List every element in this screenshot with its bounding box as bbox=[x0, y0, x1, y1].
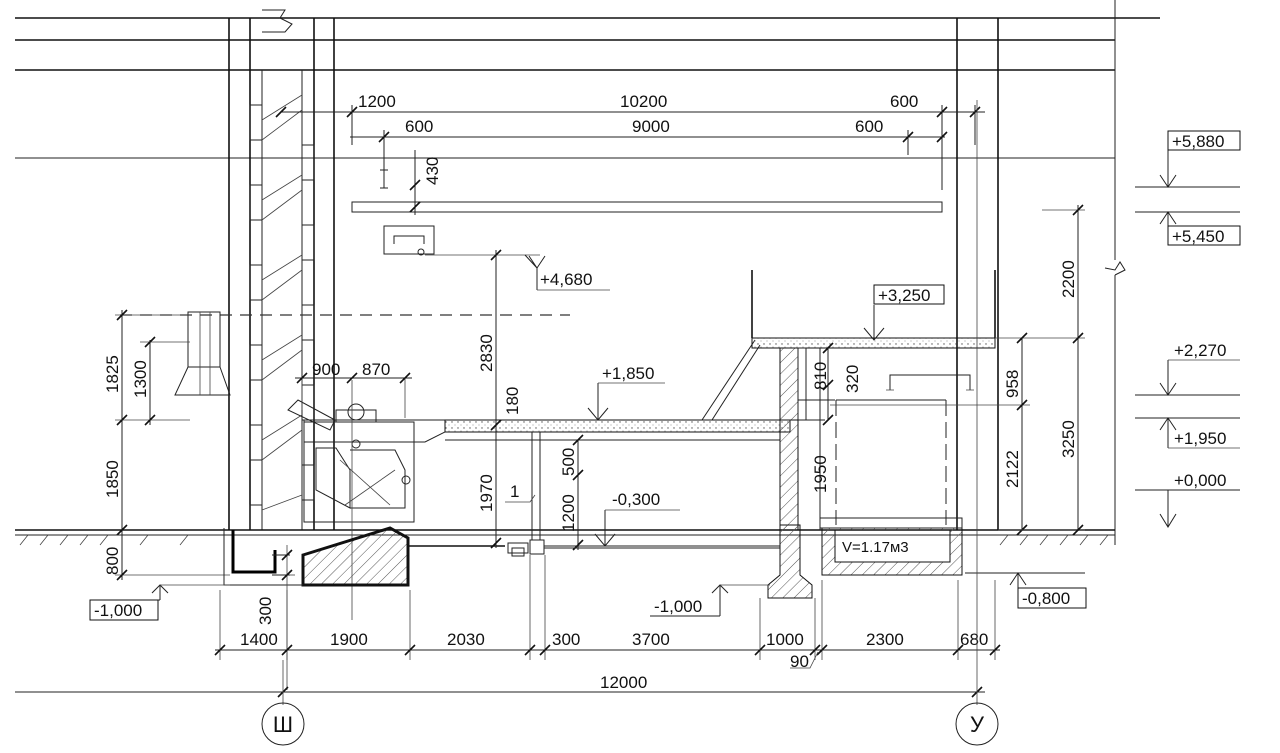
platform-1850 bbox=[444, 339, 791, 555]
dim-1200-center: 1200 bbox=[559, 494, 578, 532]
dim-3250: 3250 bbox=[1059, 420, 1078, 458]
axis-bubble-right bbox=[955, 702, 999, 746]
press-machine: 900 870 bbox=[287, 360, 446, 620]
level-m0800: -0,800 bbox=[1022, 589, 1070, 608]
axis-label-right: У bbox=[970, 712, 985, 737]
top-dimensions: 1200 10200 600 600 9000 600 430 bbox=[275, 92, 985, 215]
level-markers: +5,880 +5,450 +4,680 +3,250 +2,270 +1,95… bbox=[89, 130, 1241, 621]
dim-1400: 1400 bbox=[240, 630, 278, 649]
level-5880: +5,880 bbox=[1172, 132, 1224, 151]
bottom-dimensions: 1400 1900 2030 300 3700 1000 2300 680 90… bbox=[15, 555, 1001, 698]
level-m1000-left: -1,000 bbox=[94, 601, 142, 620]
dim-2200: 2200 bbox=[1059, 260, 1078, 298]
dim-1825: 1825 bbox=[103, 355, 122, 393]
crane-beam bbox=[351, 169, 943, 256]
dim-800: 800 bbox=[103, 547, 122, 575]
level-5450: +5,450 bbox=[1172, 227, 1224, 246]
dim-600-second-left: 600 bbox=[405, 117, 433, 136]
roof-beams bbox=[15, 0, 1160, 545]
level-1850: +1,850 bbox=[602, 364, 654, 383]
dim-1970: 1970 bbox=[477, 474, 496, 512]
upper-deck bbox=[751, 270, 1085, 531]
dim-180: 180 bbox=[503, 387, 522, 415]
level-4680: +4,680 bbox=[540, 270, 592, 289]
dim-958: 958 bbox=[1003, 370, 1022, 398]
dim-430: 430 bbox=[423, 157, 442, 185]
dim-900: 900 bbox=[312, 360, 340, 379]
vent-duct bbox=[120, 311, 570, 396]
grid-axes: Ш У bbox=[261, 100, 999, 746]
dim-2830: 2830 bbox=[477, 334, 496, 372]
dim-1200-top: 1200 bbox=[358, 92, 396, 111]
left-dimensions: 1825 1300 1850 800 bbox=[103, 309, 230, 581]
level-3250: +3,250 bbox=[878, 286, 930, 305]
dim-680: 680 bbox=[960, 630, 988, 649]
dim-2300: 2300 bbox=[866, 630, 904, 649]
dim-2122: 2122 bbox=[1003, 450, 1022, 488]
dim-810: 810 bbox=[811, 362, 830, 390]
column-left bbox=[228, 9, 335, 530]
dim-320: 320 bbox=[843, 365, 862, 393]
center-dimensions: 2830 180 1970 500 1200 1 bbox=[425, 249, 780, 557]
column-right bbox=[956, 18, 999, 530]
callout-1: 1 bbox=[510, 482, 519, 501]
dim-1000: 1000 bbox=[766, 630, 804, 649]
level-0000: +0,000 bbox=[1174, 471, 1226, 490]
right-dimensions: 810 320 1950 958 2122 2200 3250 bbox=[811, 204, 1085, 536]
axis-label-left: Ш bbox=[273, 712, 293, 737]
tank: V=1.17м3 bbox=[767, 374, 974, 599]
dim-870: 870 bbox=[362, 360, 390, 379]
axis-bubble-left bbox=[261, 702, 305, 746]
dim-1300: 1300 bbox=[131, 360, 150, 398]
ladder-rungs bbox=[249, 94, 315, 531]
tank-volume-label: V=1.17м3 bbox=[842, 539, 909, 556]
level-2270: +2,270 bbox=[1174, 341, 1226, 360]
dim-3700: 3700 bbox=[632, 630, 670, 649]
dim-1900: 1900 bbox=[330, 630, 368, 649]
level-1950: +1,950 bbox=[1174, 429, 1226, 448]
dim-9000: 9000 bbox=[632, 117, 670, 136]
dim-600-second-right: 600 bbox=[855, 117, 883, 136]
dim-600-top-right: 600 bbox=[890, 92, 918, 111]
dim-2030: 2030 bbox=[447, 630, 485, 649]
dim-300-bottom: 300 bbox=[552, 630, 580, 649]
level-m1000-center: -1,000 bbox=[654, 597, 702, 616]
dim-300-left: 300 bbox=[256, 597, 275, 625]
level-m0300: -0,300 bbox=[612, 490, 660, 509]
dim-1850: 1850 bbox=[103, 460, 122, 498]
foundation-left: 300 bbox=[223, 526, 505, 690]
dim-10200: 10200 bbox=[620, 92, 667, 111]
dim-500: 500 bbox=[559, 448, 578, 476]
dim-90: 90 bbox=[790, 652, 809, 671]
dim-12000: 12000 bbox=[600, 673, 647, 692]
dim-1950: 1950 bbox=[811, 455, 830, 493]
